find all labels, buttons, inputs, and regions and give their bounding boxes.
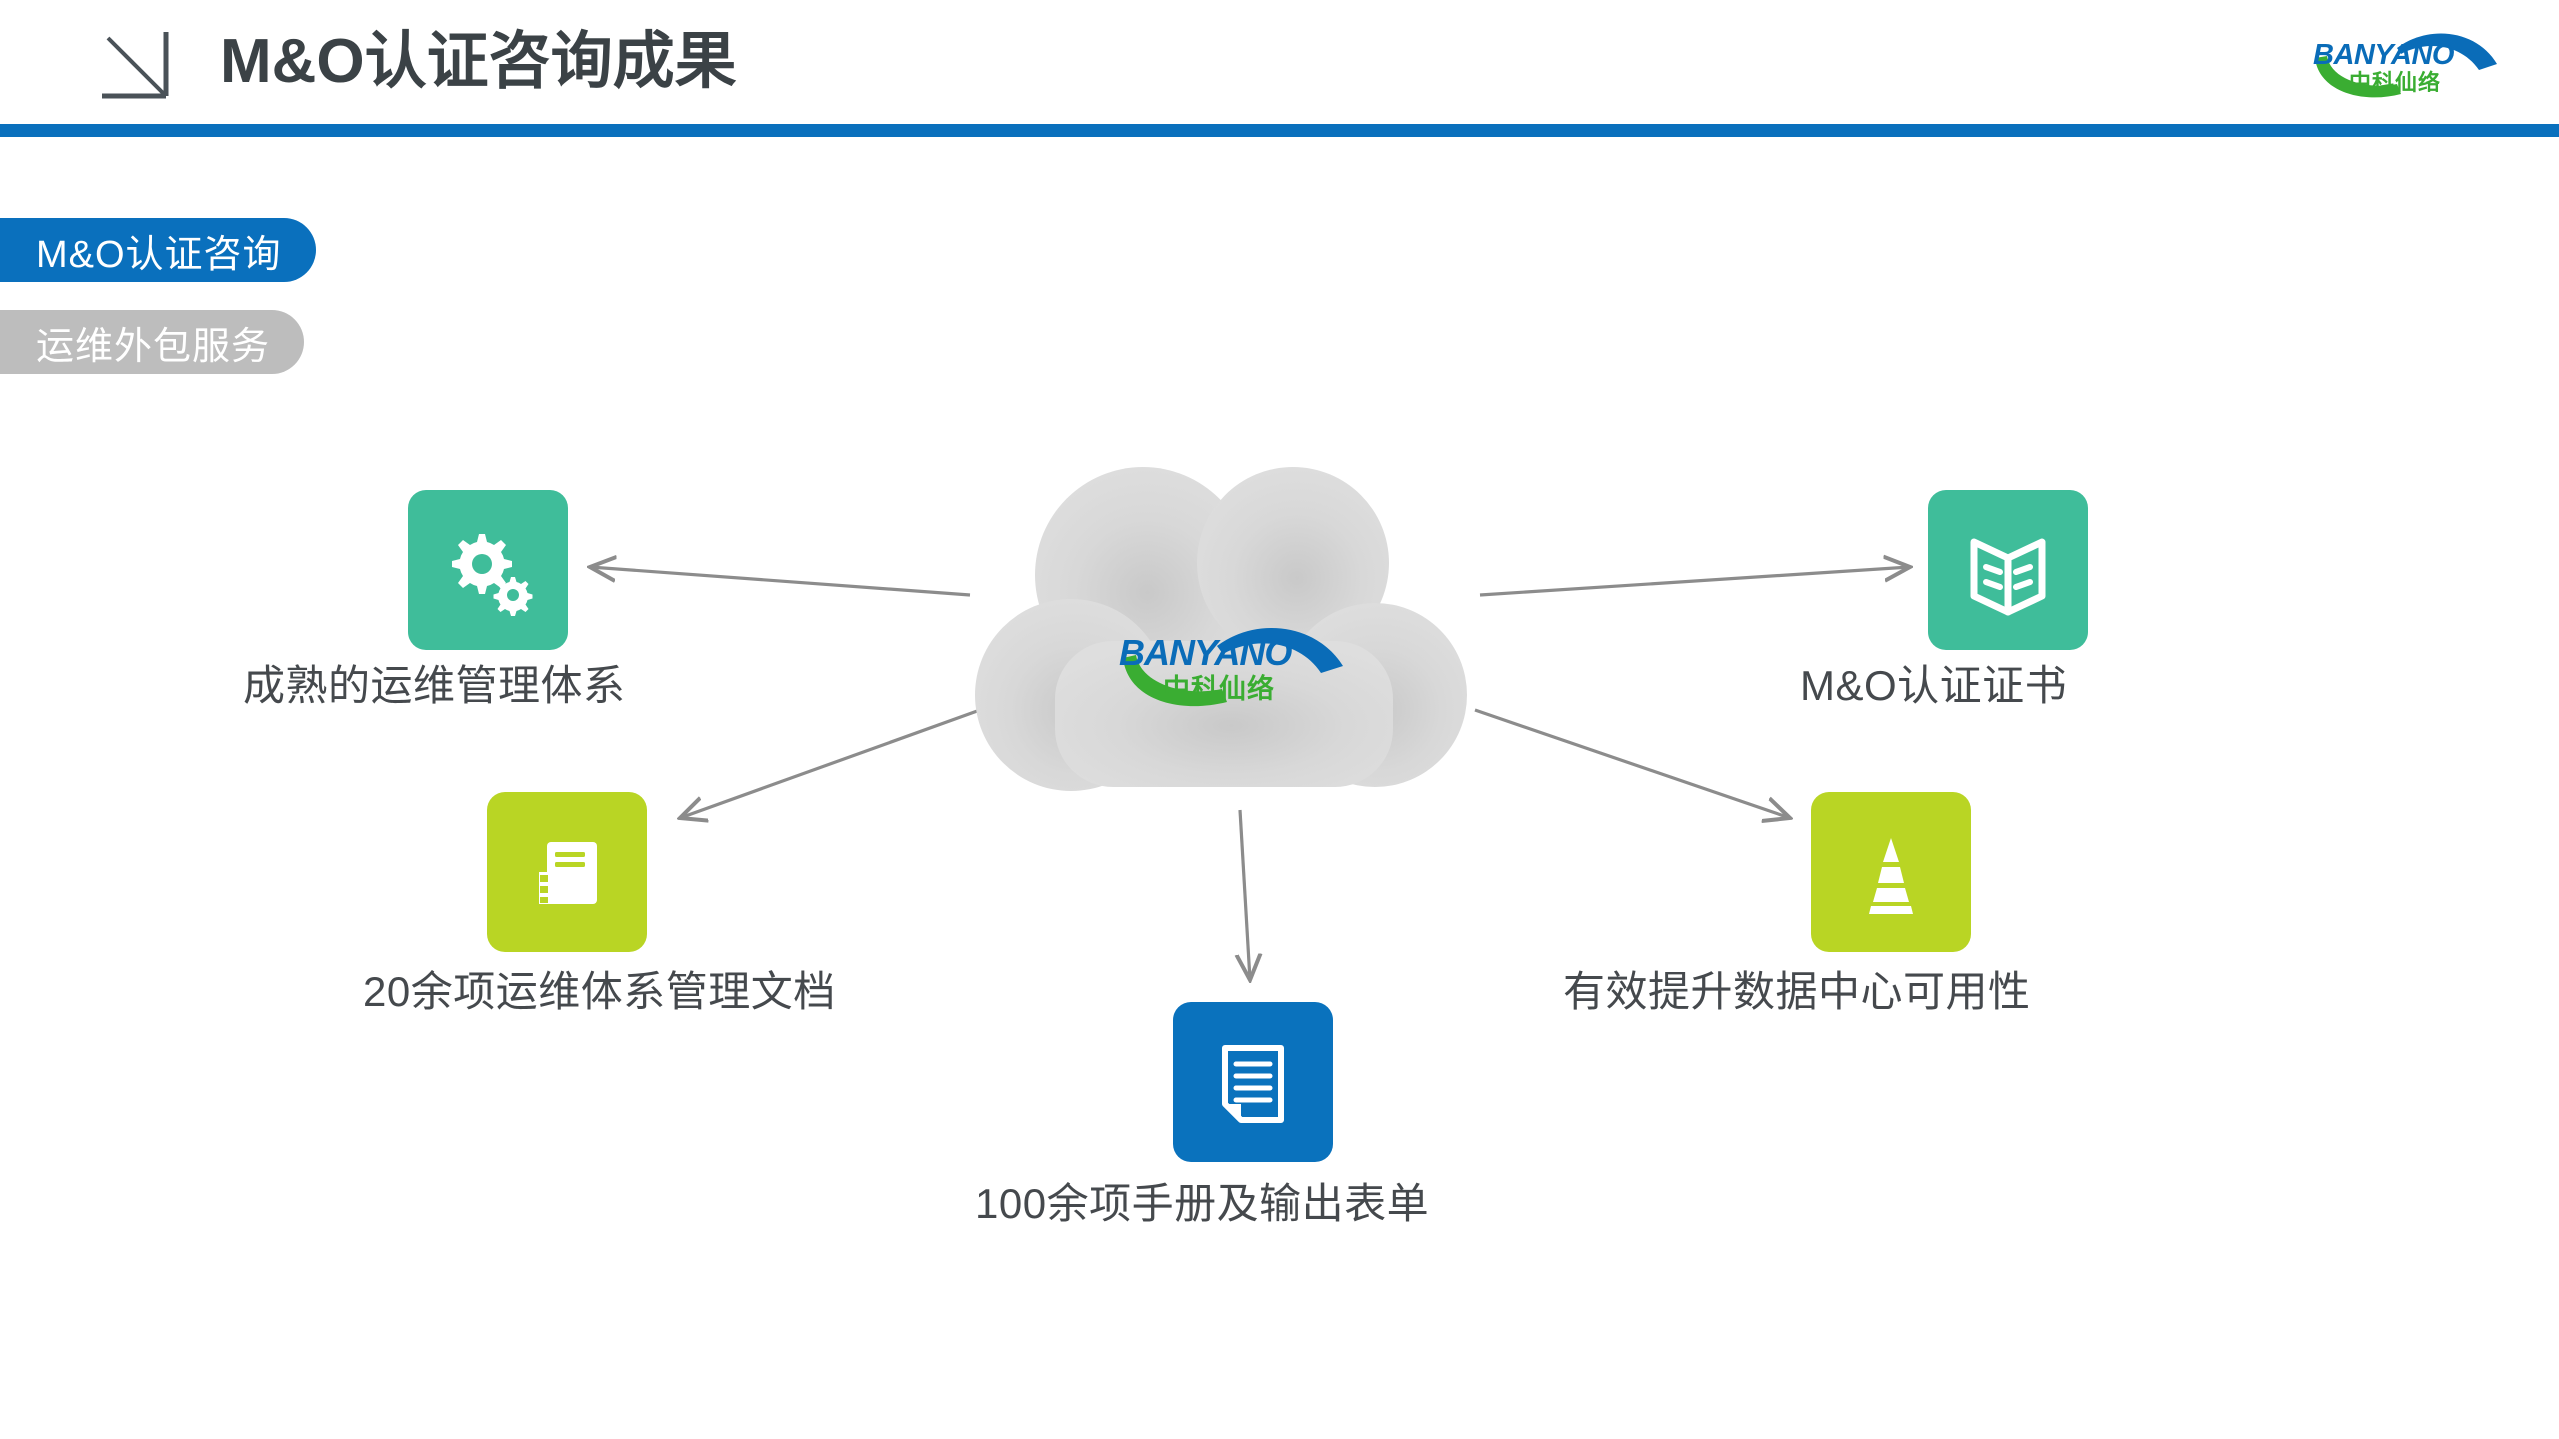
svg-text:中科仙络: 中科仙络 (2349, 70, 2441, 95)
node-tile-certificate[interactable] (1928, 490, 2088, 650)
banyano-logo-center: BANYANO 中科仙络 (1119, 627, 1343, 707)
traffic-cone-icon (1869, 838, 1913, 914)
arrow-to-availability (1474, 708, 1790, 818)
node-tile-availability[interactable] (1811, 792, 1971, 952)
arrow-to-maturity (590, 567, 971, 597)
node-label-docs: 20余项运维体系管理文档 (363, 968, 836, 1015)
header-divider-rule (0, 124, 2559, 137)
arrow-to-docs (680, 708, 981, 818)
tab-mo-certification-consulting[interactable]: M&O认证咨询 (0, 218, 316, 282)
svg-text:BANYANO: BANYANO (2313, 39, 2455, 71)
tab-outsourcing-label: 运维外包服务 (36, 325, 271, 368)
slide-header: M&O认证咨询成果 BANYANO 中科仙络 (0, 0, 2559, 137)
banyano-logo: BANYANO 中科仙络 (2301, 18, 2511, 104)
page-title: M&O认证咨询成果 (220, 27, 737, 96)
node-label-certificate: M&O认证证书 (1800, 662, 2068, 709)
arrow-to-forms (1240, 809, 1250, 980)
central-cloud-node: BANYANO 中科仙络 (975, 445, 1475, 815)
node-tile-forms[interactable] (1173, 1002, 1333, 1162)
notebook-icon (539, 842, 597, 904)
arrow-to-certificate (1479, 567, 1910, 597)
svg-text:中科仙络: 中科仙络 (1163, 673, 1275, 704)
document-form-icon (1222, 1045, 1284, 1123)
node-tile-docs[interactable] (487, 792, 647, 952)
cloud-shape-icon (975, 467, 1467, 791)
gears-icon (452, 534, 533, 616)
tab-ops-outsourcing-service[interactable]: 运维外包服务 (0, 310, 305, 374)
tab-mo-label: M&O认证咨询 (36, 233, 282, 276)
connector-arrows (0, 380, 2559, 1439)
node-label-forms: 100余项手册及输出表单 (975, 1180, 1430, 1227)
node-tile-maturity[interactable] (408, 490, 568, 650)
node-label-availability: 有效提升数据中心可用性 (1563, 968, 2031, 1015)
node-label-maturity: 成熟的运维管理体系 (243, 662, 626, 709)
diagonal-arrow-corner-icon (100, 30, 170, 100)
results-hub-diagram: BANYANO 中科仙络 成熟的运维管理体系 (0, 380, 2559, 1439)
open-book-icon (1970, 538, 2046, 616)
svg-text:BANYANO: BANYANO (1119, 632, 1292, 673)
